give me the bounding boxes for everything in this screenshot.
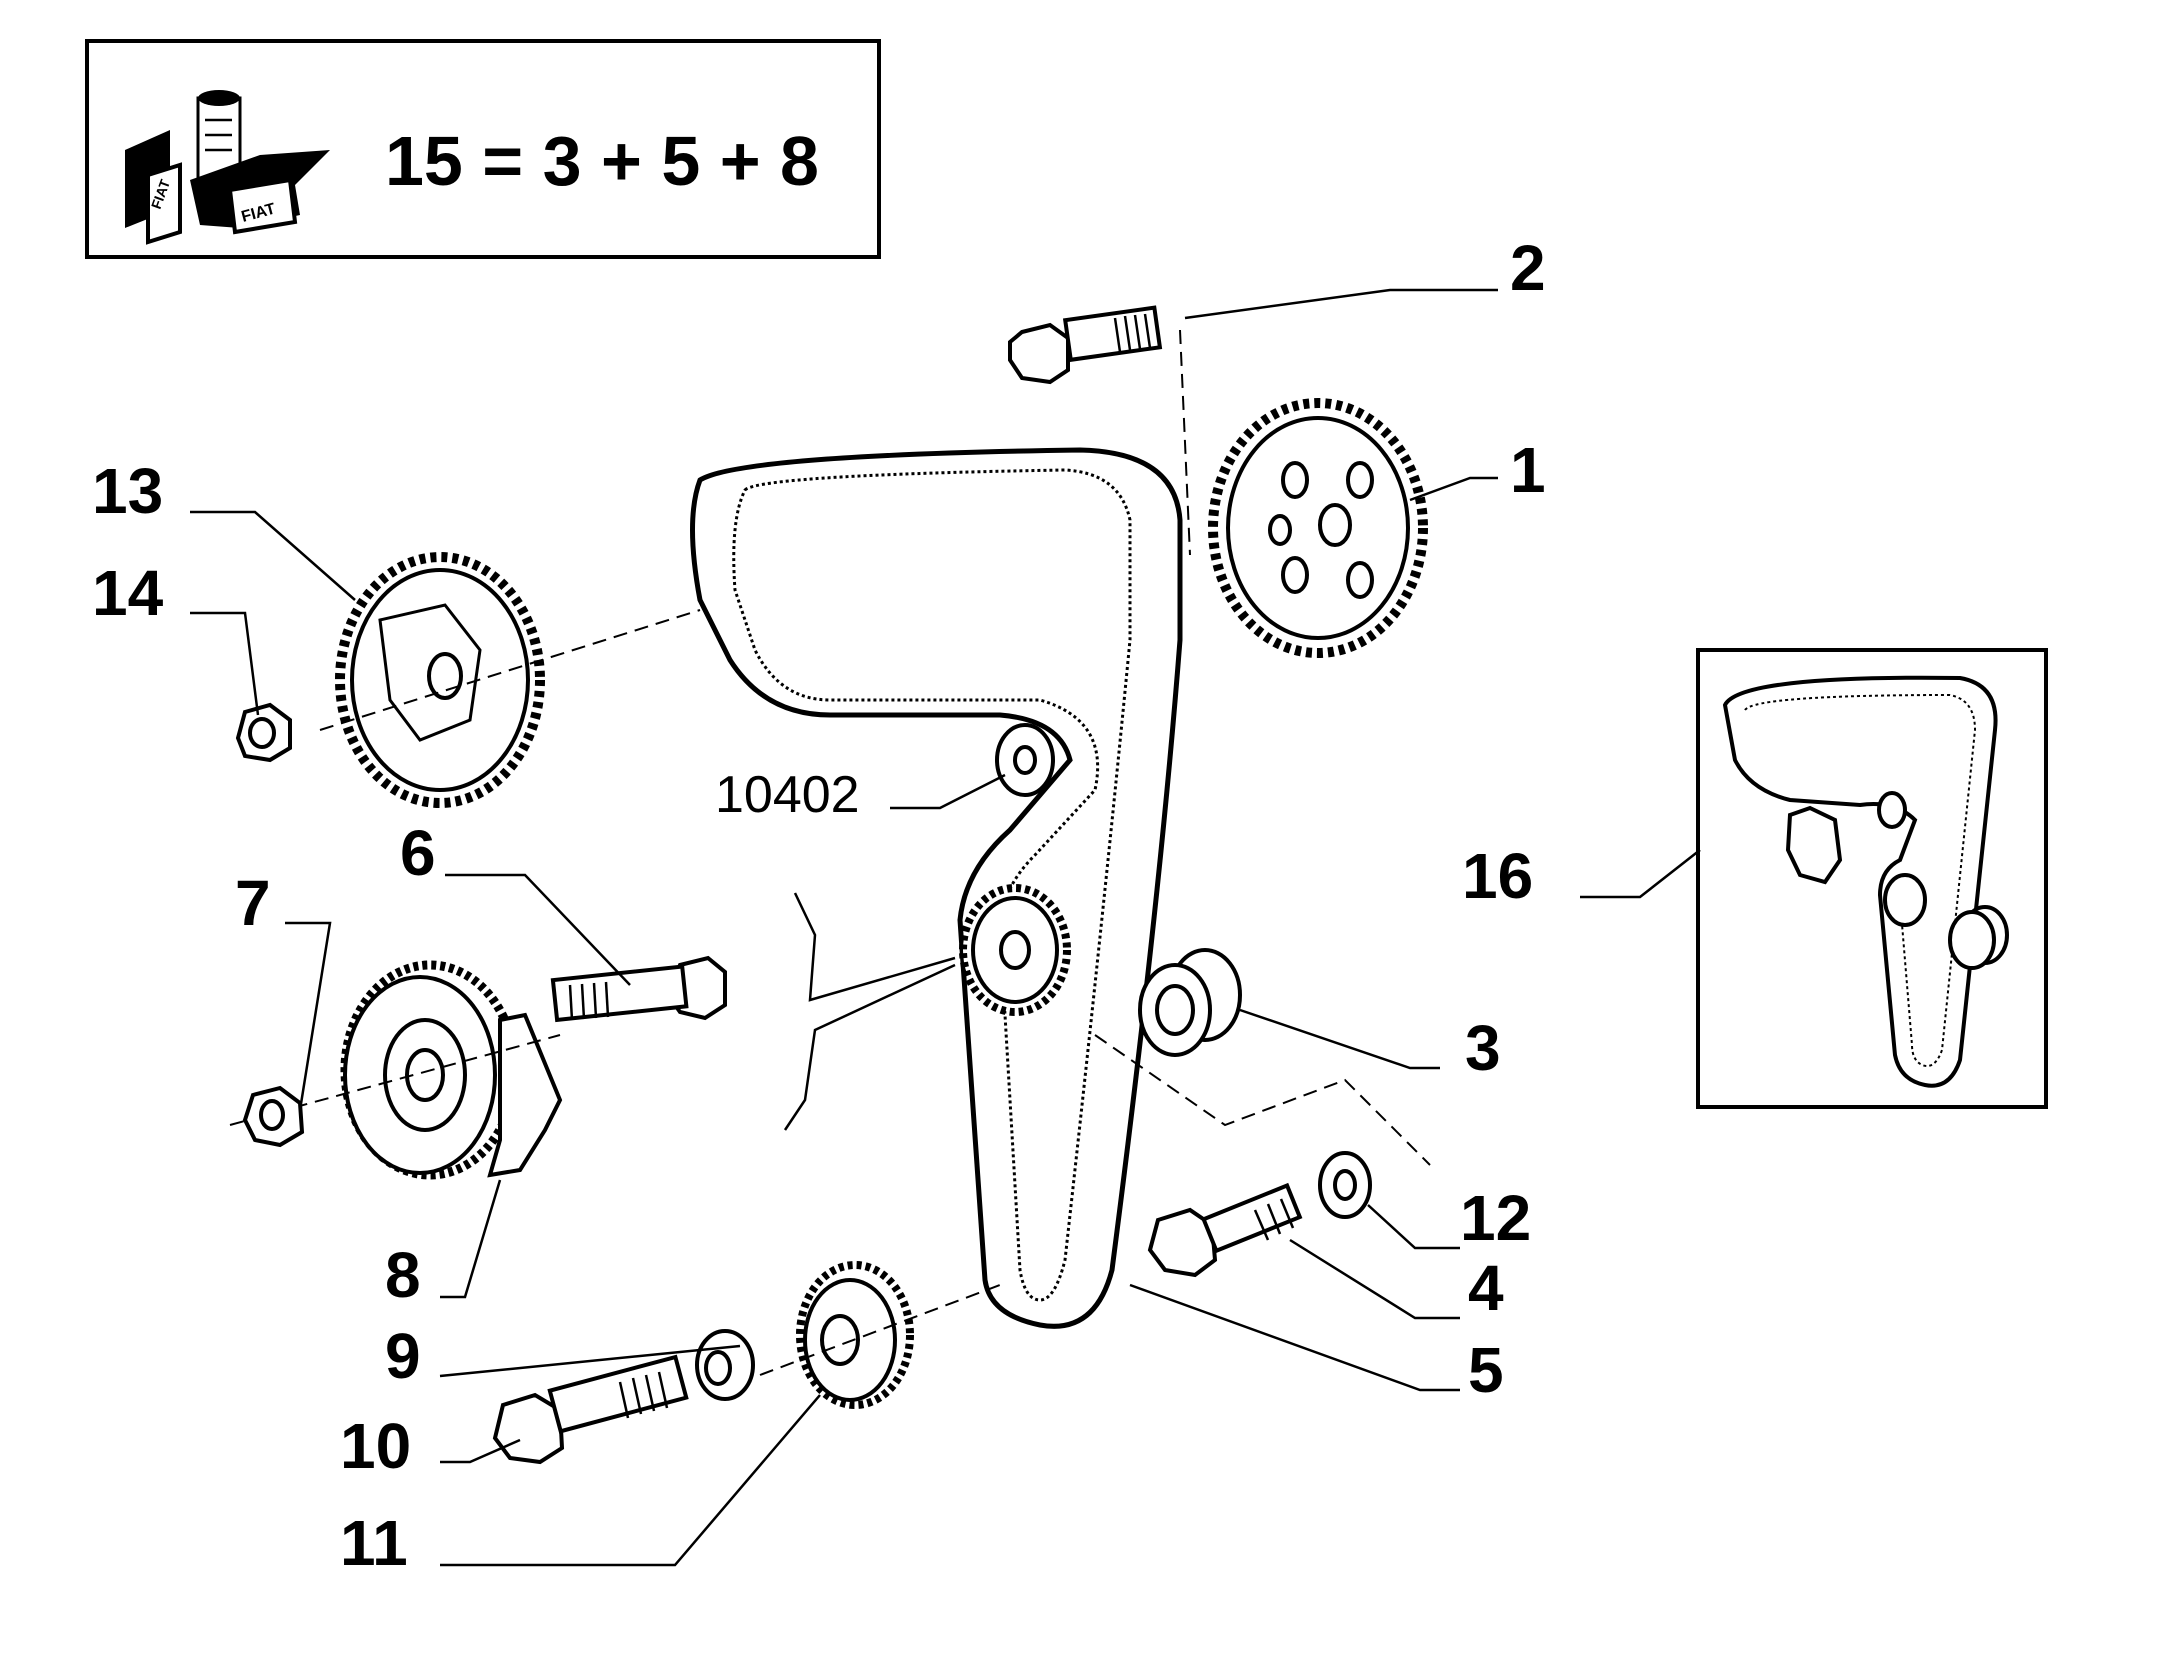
bolt-top bbox=[1008, 305, 1163, 385]
callout-2: 2 bbox=[1510, 232, 1546, 304]
tensioner-8 bbox=[340, 960, 563, 1180]
callout-14: 14 bbox=[92, 557, 164, 629]
callouts: 1 2 3 4 5 6 7 8 9 10 11 12 13 14 16 1040… bbox=[92, 232, 1546, 1579]
washer-12 bbox=[1318, 1151, 1372, 1219]
callout-6: 6 bbox=[400, 817, 436, 889]
timing-belt-inset bbox=[1722, 675, 2009, 1088]
callout-9: 9 bbox=[385, 1320, 421, 1392]
callout-4: 4 bbox=[1468, 1252, 1504, 1324]
roller-3 bbox=[1138, 948, 1242, 1057]
assembly-axis-2 bbox=[1179, 329, 1191, 556]
bolt-4 bbox=[1147, 1182, 1303, 1278]
callout-7: 7 bbox=[235, 867, 271, 939]
kit-formula: 15 = 3 + 5 + 8 bbox=[385, 122, 819, 200]
nut-14 bbox=[235, 702, 292, 763]
camshaft-pulley-left bbox=[335, 552, 545, 808]
leader-lines bbox=[190, 288, 1701, 1567]
kit-box: FIAT FIAT 15 = 3 + 5 + 8 bbox=[85, 39, 881, 259]
assembly-axis-3 bbox=[1094, 1034, 1431, 1166]
crankshaft-pulley-11 bbox=[796, 1261, 914, 1409]
idler-roller-10402 bbox=[995, 723, 1055, 797]
callout-3: 3 bbox=[1465, 1012, 1501, 1084]
callout-5: 5 bbox=[1468, 1334, 1504, 1406]
bolt-6 bbox=[550, 955, 727, 1023]
callout-13: 13 bbox=[92, 455, 163, 527]
callout-16: 16 bbox=[1462, 840, 1533, 912]
callout-8: 8 bbox=[385, 1239, 421, 1311]
camshaft-pulley-right bbox=[1208, 398, 1428, 658]
nut-7 bbox=[242, 1085, 305, 1148]
belt-tensioner-pulley bbox=[959, 884, 1071, 1016]
bracket-mark-upper bbox=[793, 892, 956, 1002]
bracket-mark-lower bbox=[783, 963, 956, 1131]
assembly-axis-13 bbox=[319, 609, 701, 731]
reference-label-10402: 10402 bbox=[715, 766, 860, 824]
callout-11: 11 bbox=[340, 1507, 408, 1579]
washer-9 bbox=[695, 1329, 755, 1401]
bolt-10 bbox=[492, 1354, 689, 1465]
timing-belt bbox=[690, 447, 1183, 1329]
callout-12: 12 bbox=[1460, 1182, 1531, 1254]
callout-10: 10 bbox=[340, 1410, 411, 1482]
inset-16 bbox=[1696, 648, 2048, 1109]
callout-1: 1 bbox=[1510, 434, 1546, 506]
parts-kit-icon: FIAT FIAT bbox=[125, 90, 330, 245]
